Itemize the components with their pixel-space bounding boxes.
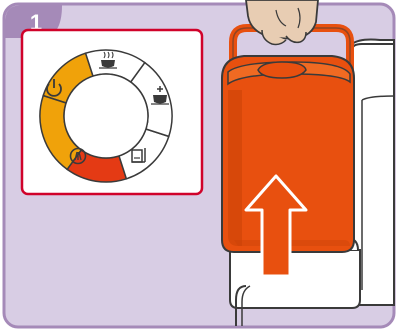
control-center: [64, 74, 148, 158]
tank-lid-opening: [258, 62, 306, 78]
control-ring: [40, 50, 172, 182]
